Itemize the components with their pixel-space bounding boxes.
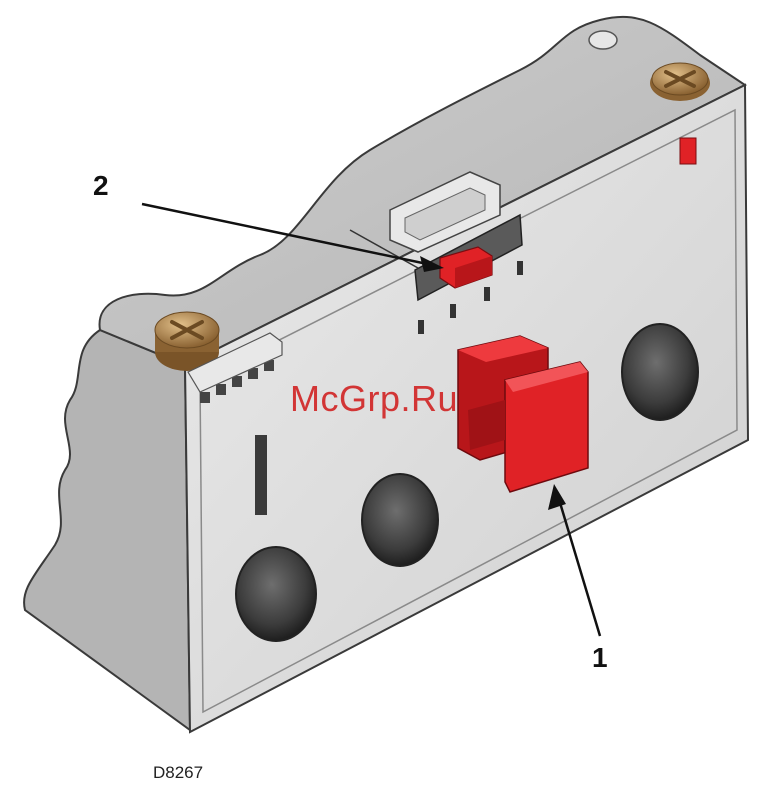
terminal-screw-right (650, 63, 710, 101)
terminal-hole-1 (236, 547, 316, 641)
watermark-text: McGrp.Ru (290, 378, 458, 420)
callout-label-2: 2 (93, 170, 109, 202)
callout-label-1: 1 (592, 642, 608, 674)
mounting-hole-top (589, 31, 617, 49)
drawing-code: D8267 (153, 763, 203, 783)
block-side-face (24, 330, 190, 730)
terminal-hole-3 (622, 324, 698, 420)
red-marker-top (680, 138, 696, 164)
slot-mark (255, 435, 267, 515)
terminal-hole-2 (362, 474, 438, 566)
